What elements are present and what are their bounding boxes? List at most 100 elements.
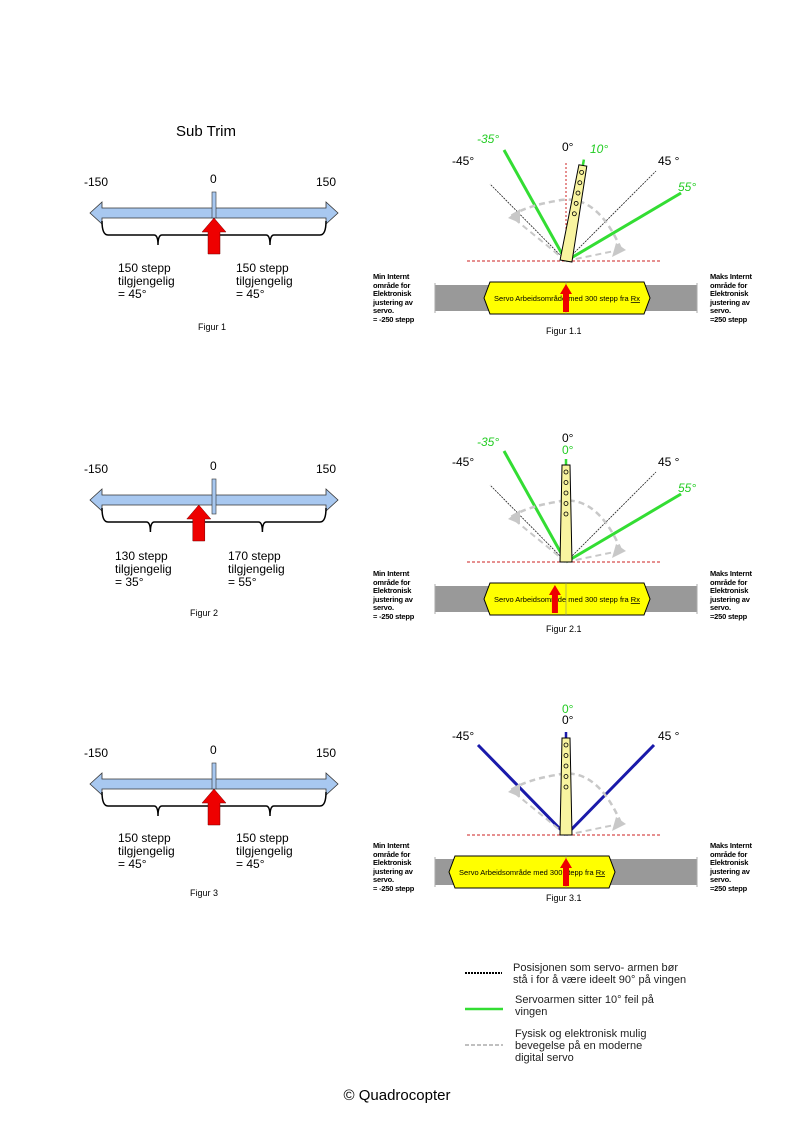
- servo-arm-hole: [563, 480, 569, 485]
- left-brace: [101, 507, 195, 533]
- left-steps-label: 150 stepp tilgjengelig = 45°: [118, 831, 175, 871]
- ideal-center-angle: 0°: [562, 431, 574, 445]
- legend-item-servo-movement: Fysisk og elektronisk mulig bevegelse på…: [515, 1028, 647, 1064]
- max-range-label: Maks Internt område for Elektronisk just…: [710, 569, 752, 621]
- page-title: Sub Trim: [176, 123, 237, 140]
- actual-left-angle: -35°: [477, 435, 500, 449]
- left-steps-label: 150 stepp tilgjengelig = 45°: [118, 261, 175, 301]
- max-range-label: Maks Internt område for Elektronisk just…: [710, 841, 752, 893]
- servo-arm: [559, 459, 573, 563]
- right-brace: [202, 507, 327, 533]
- servo-arm-hole: [563, 469, 569, 475]
- movement-left-arrowhead: [508, 209, 520, 223]
- movement-right-arrowhead: [612, 243, 626, 257]
- range-pointer-arrow: [548, 585, 561, 613]
- right-limit-line: [564, 743, 656, 837]
- scale-min-label: -150: [84, 175, 109, 189]
- subtrim-pointer-arrow: [201, 217, 227, 255]
- servo-caption: Figur 1.1: [546, 326, 582, 336]
- copyright: © Quadrocopter: [343, 1087, 451, 1104]
- movement-left-ray: [510, 215, 567, 262]
- movement-right-arrowhead: [612, 817, 626, 831]
- subtrim-pointer-arrow: [201, 788, 227, 826]
- ideal-center-angle: 0°: [562, 713, 574, 727]
- movement-arc: [510, 772, 623, 824]
- servo-arm-body: [559, 464, 573, 563]
- servo-arm-hole: [563, 763, 569, 769]
- rx-link: Rx: [631, 595, 640, 604]
- max-range-label: Maks Internt område for Elektronisk just…: [710, 272, 752, 324]
- movement-left-arrowhead: [508, 510, 520, 524]
- servo-arm-hole: [563, 742, 569, 748]
- movement-left-ray: [510, 516, 567, 563]
- servo-arm-hole: [563, 774, 569, 779]
- servo-arm: [559, 159, 588, 263]
- right-steps-label: 170 stepp tilgjengelig = 55°: [228, 549, 285, 589]
- scale-center-label: 0: [210, 172, 217, 186]
- figure-caption: Figur 2: [190, 608, 219, 618]
- ideal-right-line: [565, 170, 657, 262]
- left-brace: [101, 791, 210, 817]
- servo-arm-hole: [579, 169, 585, 175]
- min-range-label: Min Internt område for Elektronisk juste…: [373, 841, 415, 893]
- ideal-right-angle: 45 °: [658, 455, 680, 469]
- ideal-left-angle: -45°: [452, 729, 475, 743]
- actual-right-line: [565, 191, 682, 263]
- rx-link: Rx: [596, 868, 605, 877]
- ideal-left-line: [489, 183, 567, 262]
- range-pointer-arrow: [560, 858, 572, 886]
- scale-min-label: -150: [84, 746, 109, 760]
- actual-center-angle: 10°: [590, 142, 609, 156]
- scale-center-label: 0: [210, 743, 217, 757]
- work-area-band: [448, 855, 616, 889]
- servo-arm-hole: [571, 211, 577, 217]
- rx-link: Rx: [631, 294, 640, 303]
- right-brace: [218, 220, 327, 246]
- servo-arm-hole: [563, 784, 569, 790]
- legend-item-ideal-position: Posisjonen som servo- armen bør stå i fo…: [513, 962, 687, 986]
- scale-max-label: 150: [316, 462, 337, 476]
- actual-right-line: [565, 492, 682, 564]
- actual-center-angle: 0°: [562, 702, 574, 716]
- min-range-label: Min Internt område for Elektronisk juste…: [373, 272, 415, 324]
- ideal-left-angle: -45°: [452, 455, 475, 469]
- movement-arc: [510, 198, 623, 250]
- center-tick: [211, 478, 217, 515]
- right-steps-label: 150 stepp tilgjengelig = 45°: [236, 831, 293, 871]
- ideal-right-line: [565, 471, 657, 563]
- scale-max-label: 150: [316, 746, 337, 760]
- left-steps-label: 130 stepp tilgjengelig = 35°: [115, 549, 172, 589]
- servo-caption: Figur 3.1: [546, 893, 582, 903]
- servo-arm-hole: [575, 190, 581, 196]
- servo-arm: [559, 732, 573, 836]
- ideal-right-angle: 45 °: [658, 154, 680, 168]
- work-area-band: [483, 582, 651, 616]
- ideal-right-angle: 45 °: [658, 729, 680, 743]
- left-limit-line: [476, 743, 568, 837]
- scale-center-label: 0: [210, 459, 217, 473]
- servo-arm-hole: [563, 501, 569, 506]
- movement-right-arrowhead: [612, 544, 626, 558]
- legend-item-servo-offset: Servoarmen sitter 10° feil på vingen: [515, 994, 654, 1018]
- figure-caption: Figur 1: [198, 322, 227, 332]
- work-area-label: Servo Arbeidsområde med 300 stepp fra Rx: [494, 595, 640, 604]
- ideal-left-angle: -45°: [452, 154, 475, 168]
- movement-left-ray: [510, 789, 567, 836]
- right-brace: [218, 791, 327, 817]
- scale-min-label: -150: [84, 462, 109, 476]
- scale-max-label: 150: [316, 175, 337, 189]
- ideal-left-line: [489, 484, 567, 563]
- servo-arm-body: [559, 737, 573, 836]
- range-pointer-arrow: [560, 284, 572, 312]
- servo-arm-hole: [563, 490, 569, 496]
- actual-right-angle: 55°: [678, 180, 697, 194]
- subtrim-pointer-arrow: [186, 504, 212, 542]
- movement-arc: [510, 499, 623, 551]
- left-brace: [101, 220, 210, 246]
